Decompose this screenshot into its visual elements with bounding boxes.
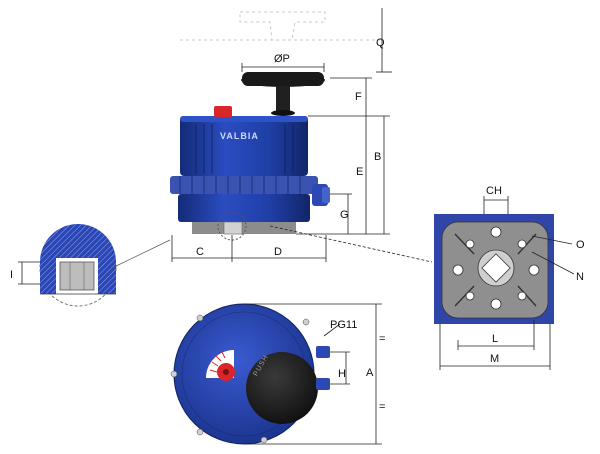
- dim-g: G: [340, 209, 349, 221]
- dim-eq-bottom: =: [379, 401, 385, 413]
- dim-f: F: [355, 91, 362, 103]
- dim-pg11: PG11: [330, 319, 357, 331]
- ghost-handwheel: [180, 11, 380, 41]
- actuator-body: VALBIA: [170, 106, 330, 241]
- handwheel: [241, 72, 325, 116]
- mounting-flange: [434, 214, 554, 324]
- top-view: PUSH: [170, 303, 330, 445]
- dim-ch: CH: [486, 185, 502, 197]
- dim-l: L: [492, 333, 498, 345]
- dim-o: O: [576, 239, 585, 251]
- brand-logo: VALBIA: [220, 131, 259, 141]
- handwheel-top: [246, 352, 318, 424]
- dim-m: M: [490, 353, 499, 365]
- dim-d: D: [274, 246, 282, 258]
- dim-a: A: [366, 367, 374, 379]
- shaft-detail: [18, 224, 171, 307]
- dim-i: I: [10, 269, 13, 281]
- indicator-red-cap: [214, 106, 232, 117]
- dim-q: Q: [376, 37, 385, 49]
- dim-e: E: [356, 166, 363, 178]
- gland-bottom: [316, 378, 330, 390]
- dim-n: N: [576, 271, 584, 283]
- dim-c: C: [196, 246, 204, 258]
- dim-eq-top: =: [379, 333, 385, 345]
- dim-h: H: [338, 368, 346, 380]
- flange-dimensions: [439, 196, 575, 370]
- dim-b: B: [374, 151, 381, 163]
- front-dimensions: [171, 8, 433, 263]
- dim-p: ØP: [274, 53, 290, 65]
- gland-top: [316, 346, 330, 358]
- top-dimensions: [244, 303, 382, 445]
